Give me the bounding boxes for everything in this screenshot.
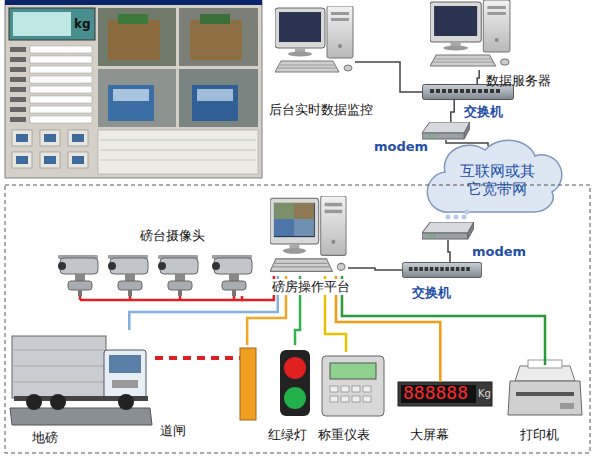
large-display: 大屏幕888888Kg — [398, 382, 492, 406]
display-digits: 888888 — [403, 382, 468, 404]
node-label: 磅房操作平台 — [270, 279, 352, 295]
printer: 打印机 — [508, 365, 582, 420]
connector-line — [448, 212, 467, 222]
node-label: 红绿灯 — [268, 427, 307, 443]
node-label: 磅台摄像头 — [140, 228, 205, 244]
traffic-light: 红绿灯 — [278, 345, 312, 420]
camera-group: 磅台摄像头 — [55, 250, 275, 296]
connector-line — [451, 100, 454, 122]
operator-computer: 磅房操作平台 — [270, 196, 348, 276]
connector-line — [446, 140, 488, 146]
weighing-indicator: 称重仪表 — [320, 352, 385, 420]
monitor-computer: 后台实时数据监控 — [275, 6, 355, 76]
connector-line — [448, 240, 450, 262]
node-label: 交换机 — [412, 285, 451, 301]
node-label: 打印机 — [520, 427, 559, 443]
connector-line — [477, 70, 479, 84]
node-label: 后台实时数据监控 — [269, 102, 373, 118]
network-switch: 交换机 — [422, 84, 514, 100]
network-switch: 交换机 — [402, 262, 482, 278]
internet-cloud: 互联网或其 它宽带网 — [425, 146, 565, 212]
barrier-gate: 道闸 — [150, 345, 258, 420]
node-label: 称重仪表 — [318, 427, 370, 443]
modem-device: modem — [422, 122, 470, 140]
node-label: 交换机 — [464, 104, 503, 120]
truck-scale: 地磅 — [10, 330, 152, 425]
node-label: 大屏幕 — [410, 427, 449, 443]
connector-line — [342, 276, 545, 365]
data-server: 数据服务器 — [430, 0, 512, 70]
weight-unit: kg — [74, 17, 91, 31]
modem-device: modem — [422, 222, 474, 240]
node-label: modem — [472, 244, 526, 260]
node-label: 道闸 — [160, 423, 186, 439]
connector-line — [348, 268, 402, 270]
node-label: 互联网或其 它宽带网 — [455, 162, 539, 198]
node-label: modem — [374, 139, 428, 155]
connector-line — [129, 276, 278, 330]
node-label: 地磅 — [32, 430, 58, 446]
node-label: 数据服务器 — [486, 73, 551, 89]
display-unit: Kg — [478, 388, 491, 400]
connector-line — [355, 62, 422, 92]
